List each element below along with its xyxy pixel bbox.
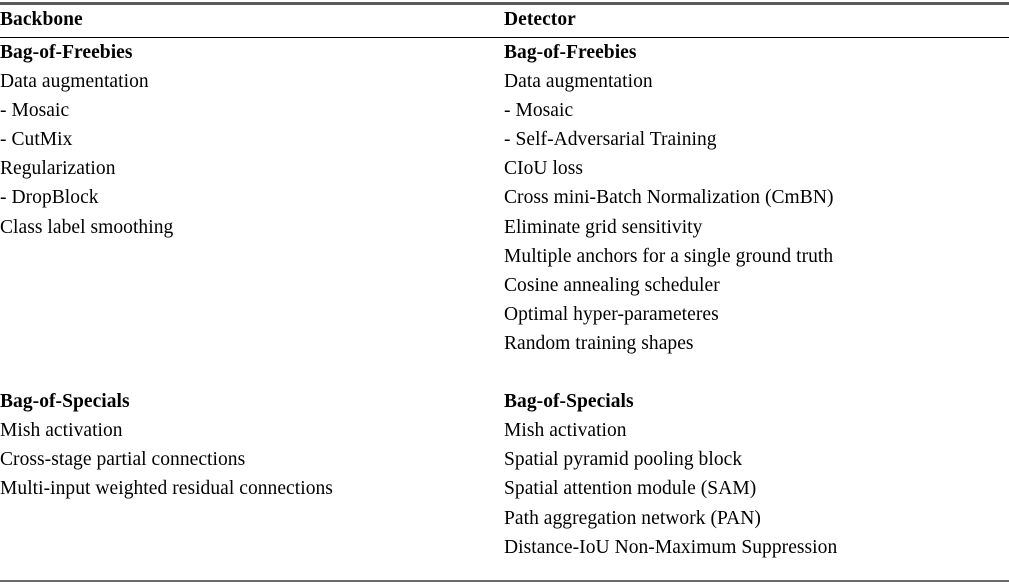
cell-detector: Spatial pyramid pooling block xyxy=(504,449,743,471)
table-row: Random training shapes xyxy=(0,329,1009,358)
table-top-rule xyxy=(0,2,1009,5)
table-header: Backbone Detector xyxy=(0,5,1009,35)
table-row: Path aggregation network (PAN) xyxy=(0,504,1009,533)
cell-detector: Distance-IoU Non-Maximum Suppression xyxy=(504,536,838,558)
cell-backbone: - Mosaic xyxy=(0,100,70,122)
cell-detector: CIoU loss xyxy=(504,158,584,180)
table-row: Cross-stage partial connections Spatial p… xyxy=(0,445,1009,474)
table-row: Class label smoothing Eliminate grid sens… xyxy=(0,213,1009,242)
cell-detector: Path aggregation network (PAN) xyxy=(504,507,761,529)
cell-detector: Random training shapes xyxy=(504,332,694,354)
cell-backbone-empty xyxy=(0,271,504,300)
cell-backbone-empty xyxy=(0,533,504,562)
cell-backbone: Bag-of-Freebies xyxy=(0,42,133,63)
table-row: - CutMix - Self-Adversarial Training xyxy=(0,125,1009,154)
cell-detector: Bag-of-Freebies xyxy=(504,42,637,63)
cell-backbone-empty xyxy=(0,504,504,533)
cell-backbone: Data augmentation xyxy=(0,71,149,93)
table-bottom-rule xyxy=(0,580,1009,582)
table-row: - DropBlock Cross mini-Batch Normalizatio… xyxy=(0,183,1009,212)
table-header-rule xyxy=(0,37,1009,38)
ablation-table: Backbone Detector xyxy=(0,5,1009,35)
cell-detector: - Mosaic xyxy=(504,100,574,122)
cell-detector: Spatial attention module (SAM) xyxy=(504,478,757,500)
cell-backbone-empty xyxy=(0,300,504,329)
cell-detector: Cross mini-Batch Normalization (CmBN) xyxy=(504,187,834,209)
cell-backbone-empty xyxy=(0,242,504,271)
cell-detector: Eliminate grid sensitivity xyxy=(504,216,703,238)
cell-detector-empty xyxy=(504,358,1009,387)
cell-backbone: Class label smoothing xyxy=(0,216,174,238)
table-row: Bag-of-Specials Bag-of-Specials xyxy=(0,387,1009,416)
cell-detector: Data augmentation xyxy=(504,71,653,93)
cell-detector: Cosine annealing scheduler xyxy=(504,274,720,296)
table-row: Optimal hyper-parameteres xyxy=(0,300,1009,329)
table-row: Multiple anchors for a single ground tru… xyxy=(0,242,1009,271)
cell-backbone: Cross-stage partial connections xyxy=(0,449,246,471)
cell-backbone: - CutMix xyxy=(0,129,73,151)
cell-backbone: Mish activation xyxy=(0,420,123,442)
table-header-row: Backbone Detector xyxy=(0,5,1009,35)
table-row: Bag-of-Freebies Bag-of-Freebies xyxy=(0,38,1009,67)
cell-backbone: Regularization xyxy=(0,158,116,180)
cell-detector: Bag-of-Specials xyxy=(504,391,634,413)
column-header-backbone: Backbone xyxy=(0,9,83,30)
table-row: Mish activation Mish activation xyxy=(0,416,1009,445)
cell-detector: Optimal hyper-parameteres xyxy=(504,303,719,325)
table-row: Multi-input weighted residual connection… xyxy=(0,474,1009,503)
table-row xyxy=(0,358,1009,387)
cell-backbone: Multi-input weighted residual connection… xyxy=(0,478,333,500)
column-header-detector: Detector xyxy=(504,9,576,30)
cell-backbone-empty xyxy=(0,329,504,358)
cell-backbone: - DropBlock xyxy=(0,187,99,209)
table-row: Regularization CIoU loss xyxy=(0,154,1009,183)
cell-detector: - Self-Adversarial Training xyxy=(504,129,717,151)
cell-detector: Multiple anchors for a single ground tru… xyxy=(504,245,834,267)
cell-detector: Mish activation xyxy=(504,420,627,442)
table-row: Cosine annealing scheduler xyxy=(0,271,1009,300)
cell-backbone-empty xyxy=(0,358,504,387)
cell-backbone: Bag-of-Specials xyxy=(0,391,130,413)
table-row: - Mosaic - Mosaic xyxy=(0,96,1009,125)
table-row: Distance-IoU Non-Maximum Suppression xyxy=(0,533,1009,562)
table-row: Data augmentation Data augmentation xyxy=(0,67,1009,96)
